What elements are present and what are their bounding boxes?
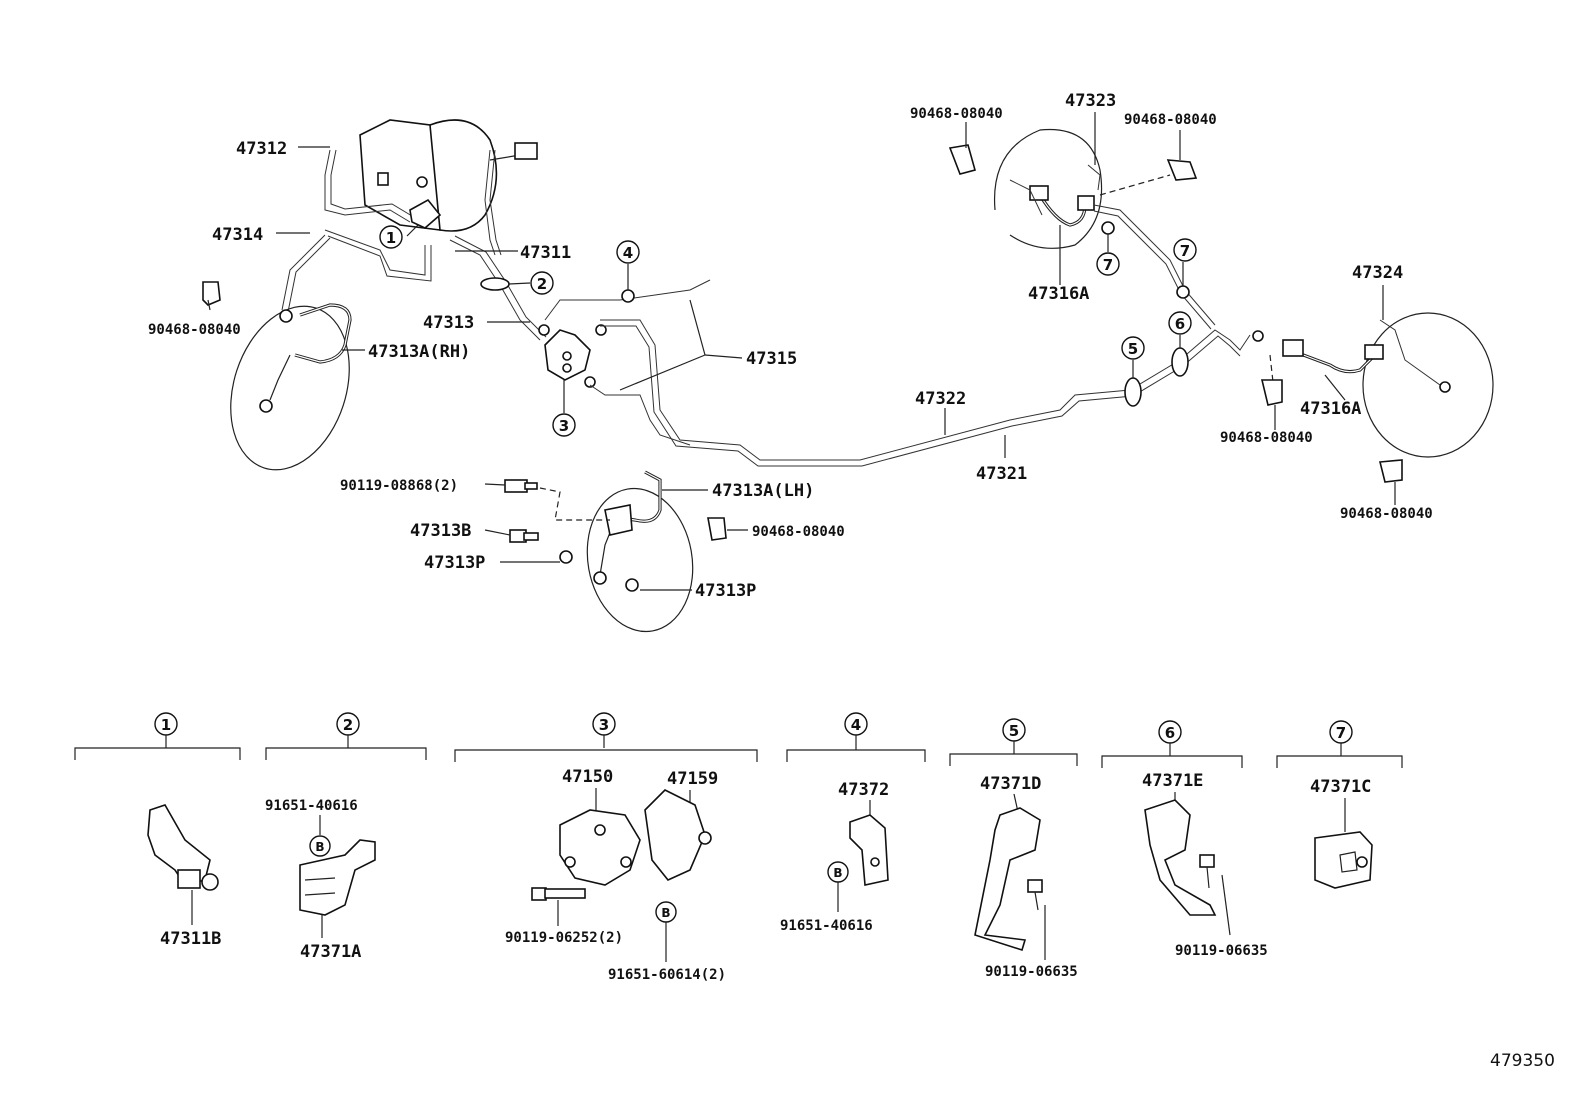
label-47313A-RH: 47313A(RH): [368, 342, 470, 362]
callout-5-main: 5: [1121, 336, 1145, 360]
front-bolts: [504, 479, 610, 564]
label-90119-06635-d5: 90119-06635: [985, 964, 1078, 980]
label-47372: 47372: [838, 780, 889, 800]
front-left-hose-disc: [586, 470, 694, 633]
label-47313B: 47313B: [410, 521, 471, 541]
callout-1-main: 1: [379, 225, 403, 249]
front-right-hose-disc: [230, 303, 352, 471]
clamp-7b-inline: [1176, 285, 1190, 299]
label-47322: 47322: [915, 389, 966, 409]
label-47316A-b: 47316A: [1300, 399, 1361, 419]
callout-7b-main: 7: [1173, 238, 1197, 262]
detail-2-b-marker: B: [315, 840, 324, 854]
svg-text:7: 7: [1180, 242, 1190, 260]
label-90119-08868: 90119-08868(2): [340, 478, 458, 494]
diagram-number: 479350: [1490, 1051, 1555, 1071]
detail-7-callout: 7: [1336, 724, 1346, 742]
detail-5: 5 47371D 90119-06635: [949, 718, 1078, 980]
label-90468-rear-tl: 90468-08040: [910, 106, 1003, 122]
label-91651-60614: 91651-60614(2): [608, 967, 726, 983]
label-90468-rear-r1: 90468-08040: [1220, 430, 1313, 446]
detail-6: 6 47371E 90119-06635: [1101, 720, 1268, 959]
detail-5-callout: 5: [1009, 722, 1019, 740]
label-47313A-LH: 47313A(LH): [712, 481, 814, 501]
label-47371C: 47371C: [1310, 777, 1371, 797]
main-part-labels: 47312 47314 47311 90468-08040 47313 4731…: [148, 91, 1433, 601]
detail-1-callout: 1: [161, 716, 171, 734]
clip-90468-rear-r1: [1260, 379, 1283, 406]
detail-4-b-marker: B: [833, 866, 842, 880]
clip-90468-mid: [707, 517, 727, 541]
clip-90468-rear-r2: [1378, 459, 1403, 483]
label-90468-rear-r2: 90468-08040: [1340, 506, 1433, 522]
label-47323: 47323: [1065, 91, 1116, 111]
callout-4-main: 4: [616, 240, 640, 264]
proportioning-valve: [538, 324, 607, 388]
label-91651-40616-d2: 91651-40616: [265, 798, 358, 814]
brake-booster-assembly: [359, 119, 538, 232]
label-47371D: 47371D: [980, 774, 1041, 794]
clip-90468-rear-tr: [1099, 159, 1198, 196]
label-90119-06252: 90119-06252(2): [505, 930, 623, 946]
label-90468-left: 90468-08040: [148, 322, 241, 338]
callout-2-main: 2: [530, 271, 554, 295]
main-callouts: 1 2 4 3 7 7 5 6: [379, 225, 1197, 437]
clip-90468-left: [202, 281, 221, 306]
label-90119-06635-d6: 90119-06635: [1175, 943, 1268, 959]
label-47313P-a: 47313P: [424, 553, 485, 573]
bracket-1-inline: [409, 198, 442, 229]
label-90468-mid: 90468-08040: [752, 524, 845, 540]
detail-7: 7 47371C: [1276, 720, 1403, 889]
label-47311: 47311: [520, 243, 571, 263]
detail-3-b-marker: B: [661, 906, 670, 920]
label-90468-rear-tr: 90468-08040: [1124, 112, 1217, 128]
label-47324: 47324: [1352, 263, 1403, 283]
label-47313: 47313: [423, 313, 474, 333]
label-47313P-b: 47313P: [695, 581, 756, 601]
label-47371A: 47371A: [300, 942, 361, 962]
label-47312: 47312: [236, 139, 287, 159]
detail-4: 4 47372 B 91651-40616: [780, 712, 926, 934]
clamp-7a-inline: [1101, 221, 1115, 235]
clip-90468-rear-tl: [948, 144, 976, 175]
label-47316A-a: 47316A: [1028, 284, 1089, 304]
leader-lines: [207, 112, 1396, 591]
label-47315: 47315: [746, 349, 797, 369]
detail-2-callout: 2: [343, 716, 353, 734]
clamp-5-inline: [1124, 377, 1142, 407]
label-47159: 47159: [667, 769, 718, 789]
callout-7a-main: 7: [1096, 252, 1120, 276]
svg-text:6: 6: [1175, 315, 1185, 333]
svg-text:2: 2: [537, 275, 547, 293]
detail-6-callout: 6: [1165, 724, 1175, 742]
svg-text:3: 3: [559, 417, 569, 435]
label-47371E: 47371E: [1142, 771, 1203, 791]
clamp-2-inline: [480, 277, 510, 291]
detail-3: 3 47150 47159 90119-06252(2) B 91651-606…: [454, 712, 758, 983]
callout-3-main: 3: [552, 413, 576, 437]
callout-6-main: 6: [1168, 311, 1192, 335]
svg-text:7: 7: [1103, 256, 1113, 274]
detail-3-callout: 3: [599, 716, 609, 734]
label-47311B: 47311B: [160, 929, 221, 949]
detail-4-callout: 4: [851, 716, 861, 734]
svg-text:5: 5: [1128, 340, 1138, 358]
label-91651-40616-d4: 91651-40616: [780, 918, 873, 934]
main-rear-brake-lines: [544, 279, 1251, 467]
rear-right-disc-hose: [1252, 312, 1494, 458]
label-47150: 47150: [562, 767, 613, 787]
detail-1: 1 47311B: [74, 712, 241, 949]
svg-text:4: 4: [623, 244, 633, 262]
label-47314: 47314: [212, 225, 263, 245]
clamp-4-inline: [621, 289, 635, 303]
clamp-6-inline: [1171, 347, 1189, 377]
left-brake-lines: [281, 149, 547, 341]
label-47321: 47321: [976, 464, 1027, 484]
detail-2: 2 91651-40616 B 47371A: [265, 712, 427, 962]
svg-text:1: 1: [386, 229, 396, 247]
